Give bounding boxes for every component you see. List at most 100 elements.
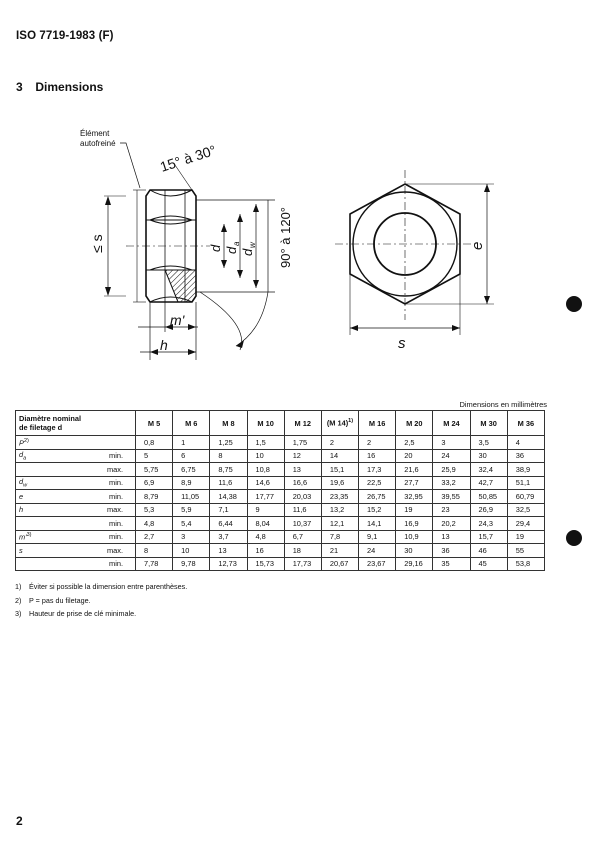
size-header: M 30 [469, 410, 508, 436]
value-cell: 14,6 [246, 475, 285, 490]
value-cell: 14,1 [358, 516, 397, 531]
value-cell: 36 [432, 543, 471, 558]
value-cell: 23,35 [320, 489, 360, 504]
value-cell: 19 [395, 502, 434, 517]
value-cell: 24 [358, 543, 397, 558]
value-cell: 29,4 [506, 516, 546, 531]
value-cell: 39,55 [432, 489, 471, 504]
value-cell: 45 [469, 556, 508, 571]
value-cell: 2,7 [134, 529, 174, 544]
value-cell: 19 [506, 529, 546, 544]
qualifier-cell: min. [93, 516, 136, 531]
angle-top-label: 15° à 30° [158, 142, 218, 175]
qualifier-cell: max. [93, 462, 136, 477]
value-cell: 30 [469, 448, 508, 463]
value-cell: 20,2 [432, 516, 471, 531]
qualifier-cell: max. [93, 543, 136, 558]
value-cell: 5,4 [172, 516, 211, 531]
da-sub: a [232, 241, 241, 246]
section-title: Dimensions [35, 80, 104, 94]
value-cell: 13,2 [320, 502, 360, 517]
value-cell: 8,04 [246, 516, 285, 531]
value-cell: 13 [209, 543, 248, 558]
value-cell: 26,9 [469, 502, 508, 517]
param-cell: dw [15, 475, 94, 490]
d-label: d [208, 244, 223, 252]
element-label-2: autofreiné [80, 139, 116, 148]
size-header-parenthesized: (M 14)1) [320, 410, 360, 436]
qualifier-cell: min. [93, 556, 136, 571]
value-cell: 1,25 [209, 435, 248, 450]
param-cell [15, 462, 94, 477]
value-cell: 5,9 [172, 502, 211, 517]
table-header-row: Diamètre nominal de filetage d M 5 M 6 M… [15, 410, 546, 436]
value-cell: 4,8 [134, 516, 174, 531]
value-cell: 32,95 [395, 489, 434, 504]
param-cell: h [15, 502, 94, 517]
value-cell: 6,75 [172, 462, 211, 477]
value-cell: 8 [134, 543, 174, 558]
value-cell: 25,9 [432, 462, 471, 477]
value-cell: 12,1 [320, 516, 360, 531]
value-cell: 38,9 [506, 462, 546, 477]
nut-technical-drawing: Élément autofreiné 15° à 30° ≤ s d d a d [0, 120, 599, 380]
param-cell: s [15, 543, 94, 558]
value-cell: 53,8 [506, 556, 546, 571]
value-cell: 9,1 [358, 529, 397, 544]
qualifier-cell: min. [93, 529, 136, 544]
value-cell: 20 [395, 448, 434, 463]
value-cell: 10 [246, 448, 285, 463]
value-cell: 23 [432, 502, 471, 517]
value-cell: 8,79 [134, 489, 174, 504]
value-cell: 3 [432, 435, 471, 450]
value-cell: 14,38 [209, 489, 248, 504]
qualifier-cell: max. [93, 502, 136, 517]
da-label: d [224, 246, 239, 254]
dw-label: d [240, 248, 255, 256]
e-label: e [469, 242, 486, 250]
value-cell: 3,7 [209, 529, 248, 544]
value-cell: 29,16 [395, 556, 434, 571]
footnote: 1)Éviter si possible la dimension entre … [15, 582, 188, 591]
value-cell: 11,6 [209, 475, 248, 490]
value-cell: 33,2 [432, 475, 471, 490]
value-cell: 6,9 [134, 475, 174, 490]
value-cell: 7,78 [134, 556, 174, 571]
size-header: M 12 [283, 410, 322, 436]
footnote: 2)P = pas du filetage. [15, 595, 91, 605]
size-header: M 5 [134, 410, 174, 436]
size-header: M 24 [432, 410, 471, 436]
value-cell: 16 [358, 448, 397, 463]
size-header: M 10 [246, 410, 285, 436]
top-view [335, 170, 494, 335]
value-cell: 35 [432, 556, 471, 571]
value-cell: 8,75 [209, 462, 248, 477]
value-cell: 10,8 [246, 462, 285, 477]
value-cell: 27,7 [395, 475, 434, 490]
qualifier-cell: min. [93, 448, 136, 463]
value-cell: 6 [172, 448, 211, 463]
value-cell: 22,5 [358, 475, 397, 490]
value-cell: 1,5 [246, 435, 285, 450]
size-header: M 6 [172, 410, 211, 436]
footnotes: 1)Éviter si possible la dimension entre … [15, 580, 187, 621]
m-prime-label: m' [170, 312, 186, 328]
value-cell: 3,5 [469, 435, 508, 450]
param-cell: P2) [15, 435, 94, 450]
s-max-label: ≤ s [89, 234, 105, 253]
value-cell: 36 [506, 448, 546, 463]
value-cell: 16,6 [283, 475, 322, 490]
value-cell: 46 [469, 543, 508, 558]
element-label-1: Élément [80, 129, 110, 138]
value-cell: 21,6 [395, 462, 434, 477]
binding-hole-mark [566, 530, 582, 546]
section-number: 3 [16, 80, 23, 94]
header-nominal-diameter: Diamètre nominal de filetage d [15, 410, 136, 436]
value-cell: 32,4 [469, 462, 508, 477]
value-cell: 24,3 [469, 516, 508, 531]
